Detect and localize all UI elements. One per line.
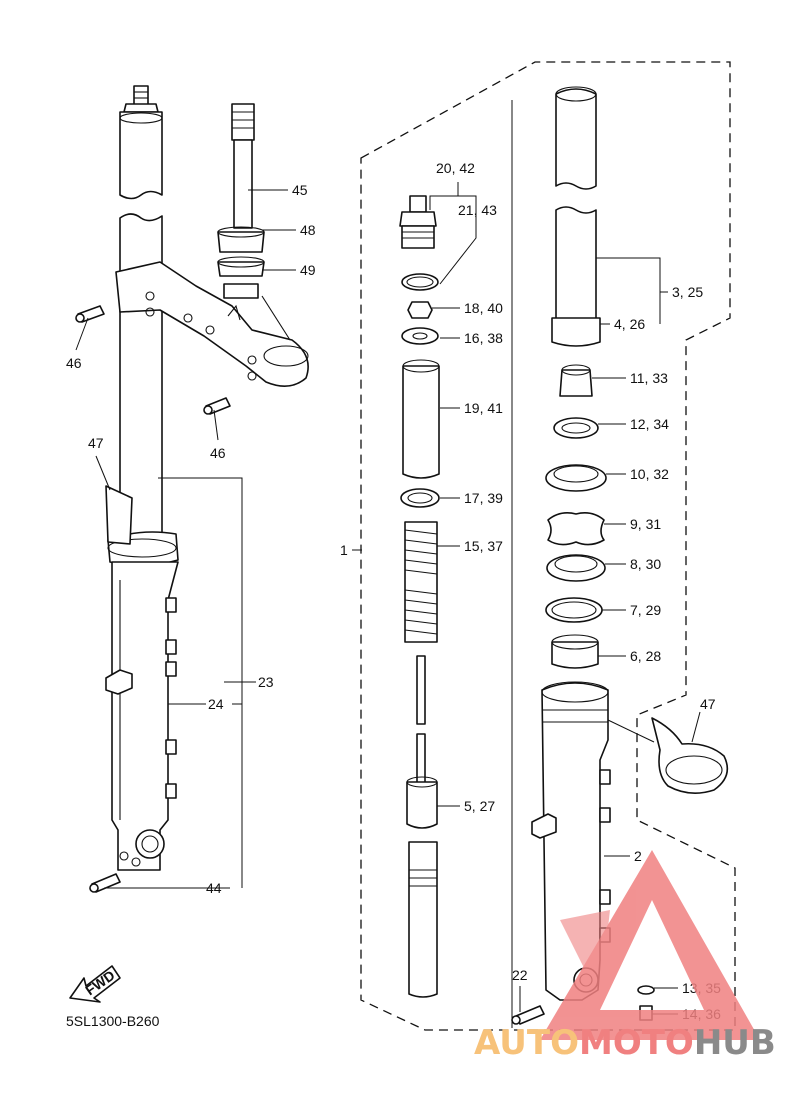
watermark-logo	[540, 850, 760, 1040]
callout-49: 49	[300, 262, 316, 278]
callout-9-31: 9, 31	[630, 516, 661, 532]
callout-4-26: 4, 26	[614, 316, 645, 332]
callout-45: 45	[292, 182, 308, 198]
callout-3-25: 3, 25	[672, 284, 703, 300]
callout-23: 23	[258, 674, 274, 690]
watermark-part-hub: HUB	[694, 1023, 776, 1063]
callout-46-upper: 46	[66, 355, 82, 371]
callout-17-39: 17, 39	[464, 490, 503, 506]
callout-48: 48	[300, 222, 316, 238]
damper-components	[399, 195, 440, 998]
tube-and-seal-components	[511, 86, 729, 1025]
callout-46-lower: 46	[210, 445, 226, 461]
callout-21-43: 21, 43	[458, 202, 497, 218]
callout-1: 1	[340, 542, 348, 558]
callout-47-left: 47	[88, 435, 104, 451]
callout-2: 2	[634, 848, 642, 864]
callout-8-30: 8, 30	[630, 556, 661, 572]
callout-5-27: 5, 27	[464, 798, 495, 814]
watermark-text: AUTOMOTOHUB	[474, 1023, 776, 1063]
callout-22: 22	[512, 967, 528, 983]
callout-7-29: 7, 29	[630, 602, 661, 618]
watermark-triangle-icon	[540, 850, 760, 1040]
watermark-part-moto: MOTO	[579, 1023, 694, 1063]
callout-47-right: 47	[700, 696, 716, 712]
callout-6-28: 6, 28	[630, 648, 661, 664]
callout-12-34: 12, 34	[630, 416, 669, 432]
callout-20-42: 20, 42	[436, 160, 475, 176]
callout-44: 44	[206, 880, 222, 896]
callout-11-33: 11, 33	[630, 370, 668, 386]
steering-stem	[217, 103, 291, 341]
fwd-arrow: FWD	[69, 965, 121, 1003]
callout-16-38: 16, 38	[464, 330, 503, 346]
callout-18-40: 18, 40	[464, 300, 503, 316]
callout-10-32: 10, 32	[630, 466, 669, 482]
assembly-boundary	[360, 61, 736, 1031]
leader-lines	[75, 100, 701, 1028]
callout-19-41: 19, 41	[464, 400, 503, 416]
callout-15-37: 15, 37	[464, 538, 503, 554]
diagram-code: 5SL1300-B260	[66, 1013, 160, 1029]
assembled-fork	[75, 85, 309, 893]
watermark-part-auto: AUTO	[474, 1023, 579, 1063]
callout-24: 24	[208, 696, 224, 712]
